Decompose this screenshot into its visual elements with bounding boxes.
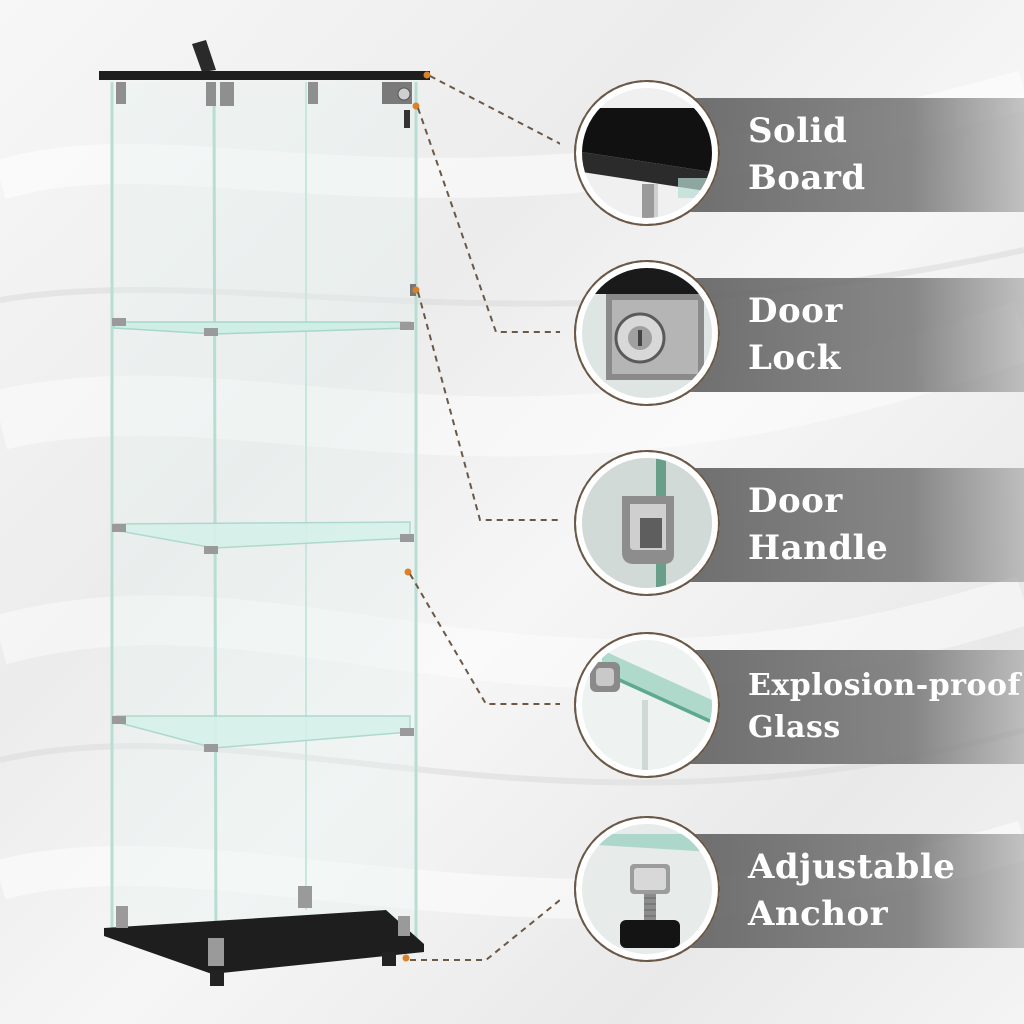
top-hinge — [206, 82, 216, 106]
foot — [382, 952, 396, 966]
feature-label-line-2: Lock — [748, 338, 841, 378]
leader-line-anchor — [410, 899, 560, 961]
glass-edge-front-left — [212, 81, 218, 963]
bottom-hinge — [116, 906, 128, 928]
shelf-clip — [112, 524, 126, 532]
shelf-clip — [204, 546, 218, 554]
feature-label: Door Handle — [748, 468, 888, 582]
feature-door-lock: Door Lock — [572, 260, 1024, 410]
foot — [210, 970, 224, 986]
feature-photo-circle — [574, 816, 720, 962]
feature-photo-circle — [574, 260, 720, 406]
feature-label-line-2: Glass — [748, 710, 841, 745]
shelf-clip — [400, 322, 414, 330]
feature-solid-board: Solid Board — [572, 80, 1024, 230]
lock-key — [404, 110, 410, 128]
feature-explosion-proof-glass: Explosion-proof Glass — [572, 632, 1024, 782]
feature-label: Solid Board — [748, 98, 866, 212]
leader-line-door-lock — [417, 107, 560, 333]
pointer-dot — [412, 102, 420, 110]
shelf-clip — [400, 534, 414, 542]
bottom-hinge — [298, 886, 312, 908]
glass-shelf-1 — [113, 321, 411, 335]
top-board — [99, 71, 430, 80]
shelf-clip — [400, 728, 414, 736]
feature-label-line-2: Board — [748, 158, 866, 198]
leader-line-glass — [409, 573, 560, 705]
shelf-clip — [112, 716, 126, 724]
pointer-dot — [402, 954, 410, 962]
top-hinge — [308, 82, 318, 104]
top-hinge — [220, 82, 234, 106]
shelf-clip — [204, 328, 218, 336]
pointer-dot — [423, 71, 431, 79]
feature-label: Adjustable Anchor — [748, 834, 955, 948]
feature-photo-circle — [574, 450, 720, 596]
feature-label: Door Lock — [748, 278, 843, 392]
feature-label-line-1: Door — [748, 291, 843, 331]
feature-label-line-1: Solid — [748, 111, 848, 151]
feature-label: Explosion-proof Glass — [748, 650, 1021, 764]
feature-label-line-1: Door — [748, 481, 843, 521]
feature-door-handle: Door Handle — [572, 450, 1024, 600]
feature-photo-circle — [574, 632, 720, 778]
feature-label-line-2: Anchor — [748, 894, 889, 934]
feature-adjustable-anchor: Adjustable Anchor — [572, 816, 1024, 966]
shelf-clip — [112, 318, 126, 326]
shelf-clip — [204, 744, 218, 752]
leader-line-solid-board — [429, 75, 560, 145]
bottom-hinge — [398, 916, 410, 936]
glass-back-panel — [112, 82, 418, 930]
top-hinge — [116, 82, 126, 104]
glass-cabinet — [99, 40, 560, 986]
bottom-hinge — [208, 938, 224, 966]
pointer-dot — [404, 568, 412, 576]
feature-label-line-1: Explosion-proof — [748, 668, 1021, 703]
bottom-board — [104, 910, 424, 974]
pointer-dot — [412, 286, 420, 294]
feature-photo-circle — [574, 80, 720, 226]
top-strap — [192, 40, 216, 72]
lock-cylinder — [397, 87, 411, 101]
feature-label-line-1: Adjustable — [748, 847, 956, 887]
feature-label-line-2: Handle — [748, 528, 889, 568]
leader-line-door-handle — [417, 291, 560, 521]
